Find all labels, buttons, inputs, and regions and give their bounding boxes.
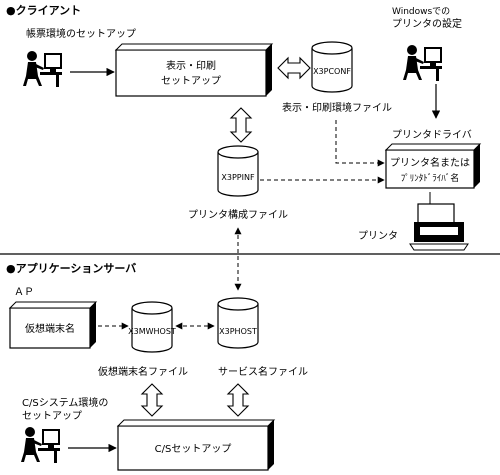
double-arrow-setup-x3ppinf bbox=[229, 107, 253, 143]
virtual-terminal-box: 仮想端末名 bbox=[8, 301, 98, 349]
cs-setup-box: C/Sセットアップ bbox=[116, 419, 276, 471]
display-print-env-file-label: 表示・印刷環境ファイル bbox=[282, 101, 392, 114]
cs-setup-label: C/Sセットアップ bbox=[155, 443, 232, 455]
printer-name-line1: プリンタ名または bbox=[390, 156, 470, 169]
virtual-terminal-file-label: 仮想端末名ファイル bbox=[98, 365, 188, 378]
form-env-setup-label: 帳票環境のセットアップ bbox=[26, 27, 136, 40]
section-title-app-server: ●アプリケーションサーバ bbox=[6, 261, 136, 275]
x3ppinf-file: X3PPINF bbox=[217, 145, 259, 197]
windows-setup-line2: プリンタの設定 bbox=[392, 17, 462, 30]
service-name-file-label: サービス名ファイル bbox=[218, 365, 308, 378]
section-title-client: ●クライアント bbox=[6, 4, 81, 17]
x3phost-label: X3PHOST bbox=[219, 327, 257, 336]
user-icon-form-setup bbox=[22, 50, 63, 88]
display-print-setup-line1: 表示・印刷 bbox=[166, 59, 216, 72]
ap-label: ＡＰ bbox=[14, 287, 34, 298]
printer-label: プリンタ bbox=[358, 230, 398, 242]
x3phost-file: X3PHOST bbox=[217, 297, 259, 349]
windows-setup-line1: Windowsでの bbox=[392, 7, 450, 17]
user-icon-cs-setup bbox=[20, 426, 61, 464]
virtual-terminal-box-label: 仮想端末名 bbox=[25, 322, 75, 335]
printer-driver-box: プリンタ名または ﾌﾟﾘﾝﾀﾄﾞﾗｲﾊﾞ名 bbox=[384, 143, 482, 189]
display-print-setup-line2: セットアップ bbox=[161, 75, 221, 87]
printer-driver-label: プリンタドライバ bbox=[392, 129, 472, 141]
display-print-setup-box: 表示・印刷 セットアップ bbox=[114, 43, 274, 97]
cs-env-setup-line1: C/Sシステム環境の bbox=[22, 396, 108, 409]
printer-config-file-label: プリンタ構成ファイル bbox=[188, 208, 288, 221]
double-arrow-setup-x3pconf bbox=[277, 56, 311, 80]
user-icon-windows-setup bbox=[402, 44, 443, 82]
printer-icon bbox=[409, 203, 469, 251]
x3mwhost-label: X3MWHOST bbox=[128, 327, 176, 336]
x3pconf-file: X3PCONF bbox=[311, 41, 353, 93]
double-arrow-x3mwhost-cssetup bbox=[140, 383, 164, 417]
cs-env-setup-line2: セットアップ bbox=[22, 410, 82, 422]
double-arrow-x3phost-cssetup bbox=[226, 383, 250, 417]
x3pconf-label: X3PCONF bbox=[313, 67, 351, 76]
dashed-arrow-envfile-driver bbox=[335, 120, 385, 167]
x3ppinf-label: X3PPINF bbox=[221, 173, 255, 182]
printer-name-line2: ﾌﾟﾘﾝﾀﾄﾞﾗｲﾊﾞ名 bbox=[401, 172, 460, 184]
x3mwhost-file: X3MWHOST bbox=[128, 301, 176, 353]
